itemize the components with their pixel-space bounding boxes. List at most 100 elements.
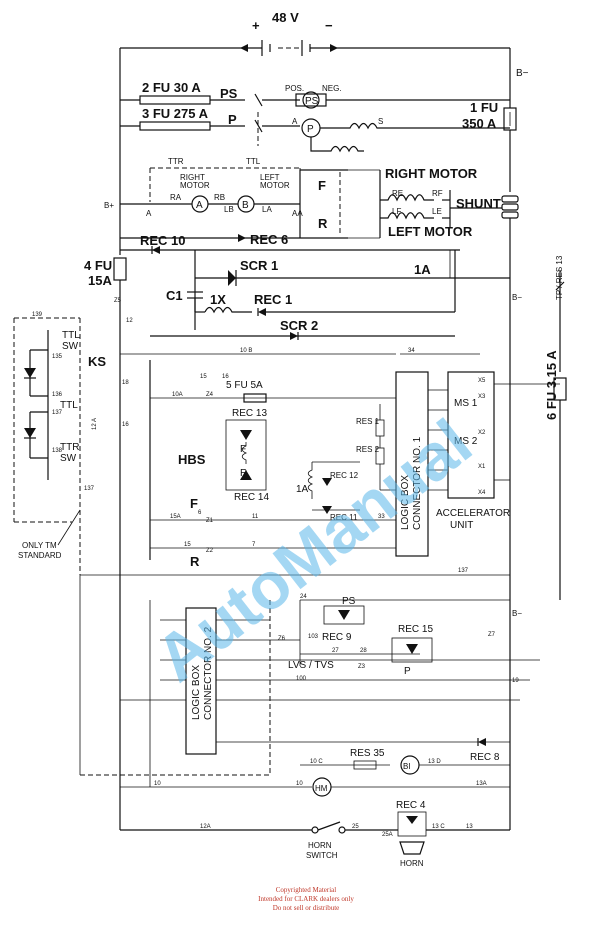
x4-label: X4 xyxy=(478,490,486,496)
wire-10c: 10 C xyxy=(310,759,323,765)
direction-coil-bridge: REC 13 REC 14 F R xyxy=(225,408,269,503)
only-tm-label-2: STANDARD xyxy=(18,551,62,560)
right-motor-small-2: MOTOR xyxy=(180,181,210,190)
copyright-line-1: Copyrighted Material xyxy=(276,886,337,894)
shunt-label: SHUNT xyxy=(456,196,501,211)
scr2-label: SCR 2 xyxy=(280,318,318,333)
b-minus-wire-label: B− xyxy=(512,293,522,302)
ps-motor-symbol: PS xyxy=(305,96,319,107)
r-switch-label: R xyxy=(190,554,200,569)
only-tm-label-1: ONLY TM xyxy=(22,541,57,550)
coil-1a-rec12-rec11: 1A REC 12 REC 11 xyxy=(296,461,360,522)
ms2-label: MS 2 xyxy=(454,436,478,447)
battery-voltage-label: 48 V xyxy=(272,10,299,25)
wire-13a: 13A xyxy=(476,781,487,787)
rec9-label: REC 9 xyxy=(322,632,352,643)
c1-label: C1 xyxy=(166,288,183,303)
wire-13: 13 xyxy=(466,824,473,830)
rec15-label: REC 15 xyxy=(398,624,433,635)
wire-11: 11 xyxy=(252,514,259,520)
horn-switch-label-1: HORN xyxy=(308,841,332,850)
z6-label: Z6 xyxy=(278,636,286,642)
fuse-5fu-label: 5 FU 5A xyxy=(226,380,263,391)
fuse-1fu-rating: 350 A xyxy=(462,116,497,131)
wire-13c: 13 C xyxy=(432,824,445,830)
wire-27: 27 xyxy=(332,648,339,654)
le-label: LE xyxy=(432,207,442,216)
right-motor-small-1: RIGHT xyxy=(180,173,205,182)
rec8-label: REC 8 xyxy=(470,752,500,763)
f-contactor-label: F xyxy=(318,178,326,193)
rec14-label: REC 14 xyxy=(234,492,269,503)
wire-24: 24 xyxy=(300,594,307,600)
rec10-label: REC 10 xyxy=(140,233,186,248)
wire-15-b: 15 xyxy=(184,542,191,548)
a-label: A xyxy=(146,209,152,218)
left-motor-symbol: B xyxy=(242,200,249,211)
bi-label: BI xyxy=(403,762,411,771)
rec1-label: REC 1 xyxy=(254,292,292,307)
res35 xyxy=(353,760,377,770)
wire-6: 6 xyxy=(198,510,202,516)
wire-139: 139 xyxy=(32,312,43,318)
wire-28: 28 xyxy=(360,648,367,654)
rec13-label: REC 13 xyxy=(232,408,267,419)
fuse-2fu: 2 FU 30 A PS xyxy=(120,80,245,105)
fuse-5fu xyxy=(243,393,267,403)
wire-12: 12 xyxy=(126,318,133,324)
rec6-label: REC 6 xyxy=(250,232,288,247)
ttl-sw-label-1: TTL xyxy=(62,330,80,341)
pressure-switch-p: REC 15 P xyxy=(391,624,433,677)
copyright-line-2: Intended for CLARK dealers only xyxy=(258,895,354,903)
res1-res2: RES 1 RES 2 xyxy=(356,404,396,491)
shunt: SHUNT xyxy=(456,195,519,219)
right-motor-label: RIGHT MOTOR xyxy=(385,166,478,181)
ra-label: RA xyxy=(170,193,182,202)
x1-label: X1 xyxy=(478,464,486,470)
aa-label: AA xyxy=(292,209,303,218)
lvs-tvs-label: LVS / TVS xyxy=(288,660,334,671)
horn: REC 4 HORN xyxy=(396,800,427,868)
z1-label: Z1 xyxy=(206,518,214,524)
wire-25a: 25A xyxy=(382,832,393,838)
wire-10: 10 xyxy=(296,781,303,787)
battery-minus-label: − xyxy=(325,18,333,33)
wire-12a-b: 12A xyxy=(200,824,211,830)
ps-switch-label: PS xyxy=(342,596,356,607)
ttr-sw-label-1: TTR xyxy=(60,442,79,453)
wire-10-b: 10 xyxy=(154,781,161,787)
wire-137b: 137 xyxy=(84,486,95,492)
wire-7: 7 xyxy=(252,542,256,548)
fuse-4fu-rating: 15A xyxy=(88,273,112,288)
x5-label: X5 xyxy=(478,378,486,384)
rec11-label: REC 11 xyxy=(330,513,358,522)
lb-label: LB xyxy=(224,205,234,214)
horn-switch-contact xyxy=(311,826,319,834)
res1-label: RES 1 xyxy=(356,417,380,426)
watermark-text: AutoManual xyxy=(142,405,485,696)
left-motor-small-1: LEFT xyxy=(260,173,280,182)
accelerator-label-2: UNIT xyxy=(450,520,473,531)
ttl-label: TTL xyxy=(246,157,261,166)
x2-label: X2 xyxy=(478,430,486,436)
accelerator-label-1: ACCELERATOR xyxy=(436,508,510,519)
pump-motor-p: A P S xyxy=(292,117,510,153)
res35-label: RES 35 xyxy=(350,748,385,759)
b-plus-label: B+ xyxy=(104,201,114,210)
connector-1-label-2: CONNECTOR NO. 1 xyxy=(412,436,423,530)
hbs-label: HBS xyxy=(178,452,206,467)
z2-label: Z2 xyxy=(206,548,214,554)
wire-135: 135 xyxy=(52,354,63,360)
wire-16-b: 16 xyxy=(122,422,129,428)
coil-1a-label: 1A xyxy=(296,484,309,495)
wire-137c: 137 xyxy=(458,568,469,574)
left-motor-small-2: MOTOR xyxy=(260,181,290,190)
fuse-6fu-label: 6 FU 3.15 A xyxy=(544,350,559,420)
z4-label: Z4 xyxy=(206,392,214,398)
r-coil-label: R xyxy=(240,468,247,479)
f-switch-label: F xyxy=(190,496,198,511)
battery-plus-label: + xyxy=(252,18,260,33)
rb-label: RB xyxy=(214,193,225,202)
